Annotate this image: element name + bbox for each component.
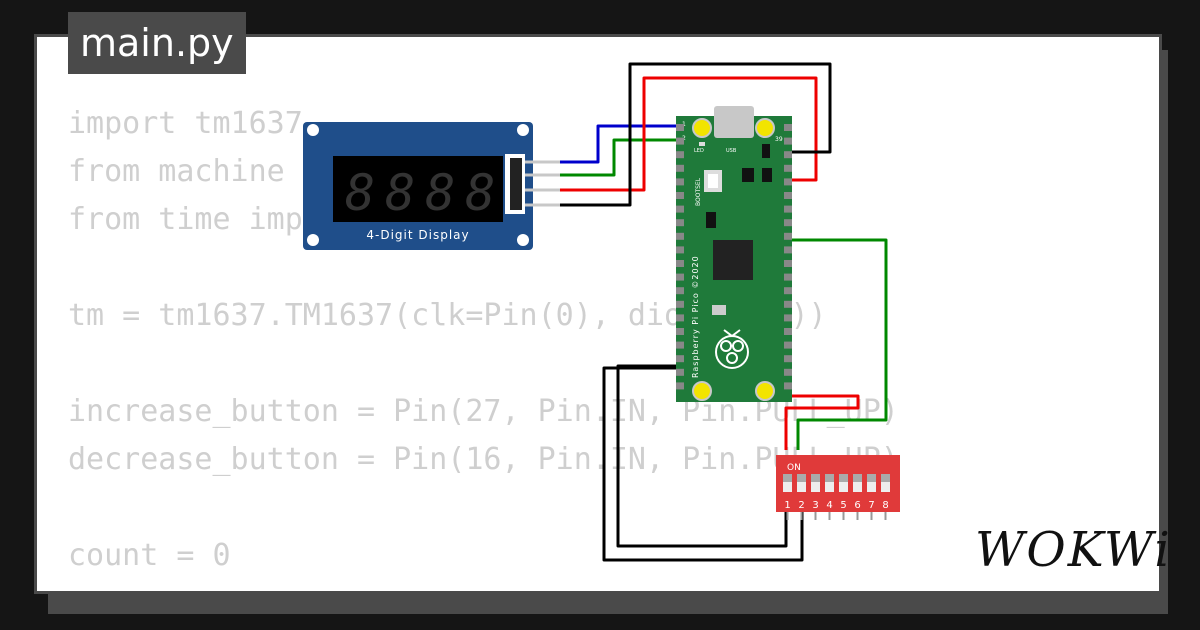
pico-pin-pad[interactable]	[676, 137, 684, 145]
dip-switch-number: 1	[784, 500, 790, 511]
pico-pin-pad[interactable]	[676, 164, 684, 172]
pico-pin-pad[interactable]	[784, 205, 792, 213]
seven-segment-digits: 8888	[345, 164, 505, 222]
pico-pin-pad[interactable]	[676, 300, 684, 308]
pico-pin-pad[interactable]	[676, 287, 684, 295]
pico-pin-pad[interactable]	[676, 368, 684, 376]
pico-pin-pad[interactable]	[784, 178, 792, 186]
filename-tab[interactable]: main.py	[68, 12, 246, 74]
pico-pin-pad[interactable]	[784, 232, 792, 240]
dip-toggle[interactable]	[867, 474, 876, 492]
svg-text:Raspberry Pi Pico ©2020: Raspberry Pi Pico ©2020	[691, 255, 700, 378]
rp2040-chip	[713, 240, 753, 280]
dip-switch-number: 8	[882, 500, 888, 511]
pico-pin-pad[interactable]	[784, 137, 792, 145]
dip-toggle-knob	[867, 474, 876, 482]
pico-pin-pad[interactable]	[784, 124, 792, 131]
pico-pin-pad[interactable]	[784, 260, 792, 267]
dip-switch-number: 2	[798, 500, 804, 511]
dip-toggle[interactable]	[825, 474, 834, 492]
pico-pin-pad[interactable]	[784, 355, 792, 363]
dip-toggle-knob	[783, 474, 792, 482]
wire-dio[interactable]	[560, 138, 686, 177]
pico-pin-pad[interactable]	[784, 273, 792, 281]
pico-pin-pad[interactable]	[676, 246, 684, 254]
svg-text:BOOTSEL: BOOTSEL	[695, 177, 702, 206]
pico-pin-pad[interactable]	[676, 341, 684, 349]
dip-toggle[interactable]	[881, 474, 890, 492]
pico-pin-pad[interactable]	[676, 382, 684, 390]
pico-pin-pad[interactable]	[676, 273, 684, 281]
pico-pin-pad[interactable]	[784, 300, 792, 308]
wire-gnd-1[interactable]	[602, 366, 804, 562]
wokwi-logo: WOKWi	[975, 522, 1172, 578]
pico-pin-pad[interactable]	[676, 178, 684, 186]
pico-pin-pad[interactable]	[784, 382, 792, 390]
wire-gnd[interactable]	[560, 62, 832, 207]
code-line: decrease_button = Pin(16, Pin.IN, Pin.PU…	[68, 442, 899, 477]
dip-toggle[interactable]	[853, 474, 862, 492]
dip-switch-number: 4	[826, 500, 832, 511]
usb-connector-icon	[714, 106, 754, 138]
pico-pin-pad[interactable]	[676, 151, 684, 159]
dip-toggle-knob	[853, 474, 862, 482]
dip-switch-number: 3	[812, 500, 818, 511]
tm1637-display-module[interactable]: 8888 4-Digit Display	[303, 122, 560, 250]
pico-pin-pad[interactable]	[676, 205, 684, 213]
pico-pin-pad[interactable]	[676, 124, 684, 131]
dip-toggle[interactable]	[811, 474, 820, 492]
svg-text:39: 39	[775, 136, 783, 143]
dip-toggle[interactable]	[839, 474, 848, 492]
wire-gnd-2[interactable]	[616, 364, 788, 548]
svg-text:LED: LED	[694, 148, 704, 154]
dip-toggle-knob	[825, 474, 834, 482]
raspberry-logo-icon	[715, 329, 749, 369]
pico-pin-pad[interactable]	[784, 314, 792, 322]
pico-pin-pad[interactable]	[676, 219, 684, 227]
dip-toggle-knob	[881, 474, 890, 482]
pico-pin-pad[interactable]	[676, 232, 684, 240]
dip-toggle[interactable]	[797, 474, 806, 492]
pico-pin-pad[interactable]	[676, 314, 684, 322]
pico-pin-pad[interactable]	[784, 164, 792, 172]
code-line: count = 0	[68, 538, 231, 573]
dip-toggle-knob	[839, 474, 848, 482]
display-label: 4-Digit Display	[366, 228, 469, 242]
wire-clk[interactable]	[560, 124, 686, 164]
pico-pin-pad[interactable]	[784, 192, 792, 199]
dip-toggle-knob	[811, 474, 820, 482]
dip-switch-number: 5	[840, 500, 846, 511]
raspberry-pi-pico-board[interactable]: 1 2 39 LED USB BOOTSEL Raspberry Pi Pico…	[676, 106, 792, 402]
pico-pin-pad[interactable]	[784, 328, 792, 335]
wire-gp27[interactable]	[782, 238, 888, 450]
pico-pin-pad[interactable]	[784, 341, 792, 349]
pico-pin-pad[interactable]	[676, 355, 684, 363]
dip-toggle[interactable]	[783, 474, 792, 492]
pico-pin-pad[interactable]	[784, 151, 792, 159]
dip-switch-number: 7	[868, 500, 874, 511]
svg-text:USB: USB	[726, 148, 737, 154]
dip-switch-number: 6	[854, 500, 860, 511]
pico-pin-pad[interactable]	[784, 219, 792, 227]
pico-pin-pad[interactable]	[784, 246, 792, 254]
pico-pin-pad[interactable]	[784, 368, 792, 376]
wire-gp16[interactable]	[782, 394, 860, 450]
code-line: import tm1637	[68, 106, 303, 141]
pico-pin-pad[interactable]	[784, 287, 792, 295]
dip-on-label: ON	[787, 463, 801, 473]
pico-pin-pad[interactable]	[676, 328, 684, 335]
pico-pin-pad[interactable]	[676, 192, 684, 199]
pico-pin-pad[interactable]	[676, 260, 684, 267]
dip-toggle-knob	[797, 474, 806, 482]
